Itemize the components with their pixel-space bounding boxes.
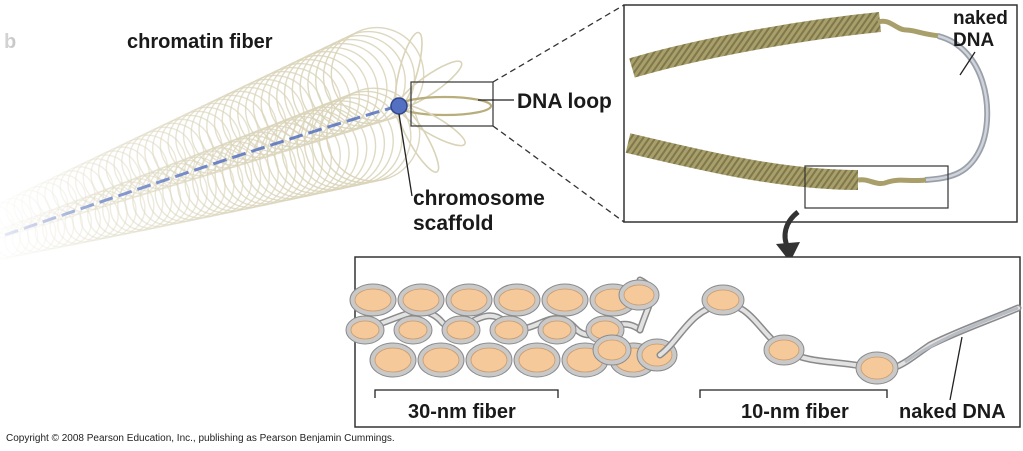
thirty-nm-fiber-label: 30-nm fiber (408, 401, 516, 423)
scaffold-petal-loop (394, 31, 423, 107)
histone-core (623, 284, 655, 306)
thirty-nm-bracket (374, 389, 559, 398)
scaffold-label: scaffold (413, 212, 494, 235)
naked-dna-bottom-label: naked DNA (899, 401, 1006, 423)
histone-core (706, 289, 740, 311)
histone-core (597, 339, 627, 361)
histone-core (768, 339, 800, 361)
histone-core (542, 320, 572, 340)
zoom-arrow-head (776, 242, 800, 262)
fiber-loop (303, 97, 394, 187)
histone-core (374, 347, 412, 373)
histone-core (354, 288, 392, 312)
fiber-loop (288, 103, 377, 191)
naked-dna-top-label-line1: naked (953, 8, 1008, 29)
naked-dna-inset (623, 4, 1018, 223)
fiber-loop (315, 34, 406, 127)
chromosome-label: chromosome (413, 187, 545, 210)
histone-core (422, 347, 460, 373)
dna-loop-zoom-box (410, 81, 494, 127)
histone-core (450, 288, 488, 312)
histone-core (546, 288, 584, 312)
zoom-connector-top (492, 4, 625, 83)
dna-loop-label: DNA loop (517, 90, 612, 113)
histone-core (446, 320, 476, 340)
fiber-loop (330, 26, 425, 122)
ten-nm-fiber-label: 10-nm fiber (741, 401, 849, 423)
copyright-notice: Copyright © 2008 Pearson Education, Inc.… (6, 433, 395, 444)
zoom-connector-bottom (492, 125, 625, 223)
naked-dna-top-label-line2: DNA (953, 30, 994, 51)
fiber-detail-inset (345, 256, 1022, 428)
chromatin-fiber-label: chromatin fiber (127, 31, 273, 53)
naked-dna-pointer-bottom (949, 336, 963, 401)
histone-core (518, 347, 556, 373)
histone-core (398, 320, 428, 340)
fiber-loop (326, 87, 421, 182)
histone-core (860, 356, 894, 380)
ten-nm-bracket (699, 389, 888, 398)
fiber-loop (322, 30, 416, 125)
naked-dna-pointer-top (959, 51, 976, 76)
naked-dna-strand (904, 306, 1019, 364)
histone-core (402, 288, 440, 312)
histone-core (494, 320, 524, 340)
histone-core (498, 288, 536, 312)
scaffold-pointer (398, 113, 413, 197)
histone-core (470, 347, 508, 373)
chromosome-scaffold-node (390, 97, 408, 115)
fiber-zoom-box (804, 165, 949, 209)
histone-core (350, 320, 380, 340)
fade-overlay (0, 30, 230, 280)
fiber-loop (307, 38, 397, 130)
